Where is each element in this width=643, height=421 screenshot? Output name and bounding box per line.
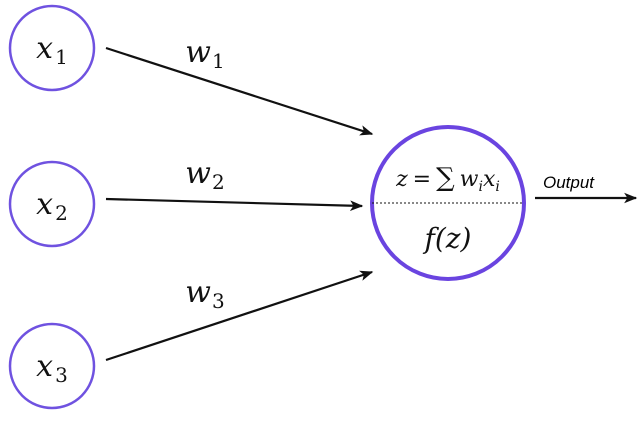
weight-label-w3: w bbox=[185, 275, 211, 310]
eq-w-sub: i bbox=[479, 179, 483, 195]
svg-text:x1: x1 bbox=[36, 31, 68, 69]
input-subscript-x1: 1 bbox=[55, 45, 68, 69]
input-subscript-x2: 2 bbox=[55, 201, 68, 225]
edge-x1-to-neuron bbox=[105, 46, 374, 136]
svg-text:w3: w3 bbox=[185, 275, 224, 313]
input-circle-x2 bbox=[8, 160, 96, 248]
input-label-x2: x bbox=[36, 187, 53, 222]
weight-label-w1: w bbox=[185, 35, 211, 70]
weight-subscript-w2: 2 bbox=[212, 170, 225, 194]
svg-text:x3: x3 bbox=[36, 349, 68, 387]
input-circle-x3 bbox=[8, 322, 96, 410]
eq-z: z bbox=[395, 167, 408, 192]
weight-subscript-w3: 3 bbox=[212, 289, 225, 313]
output-label: Output bbox=[543, 173, 595, 192]
eq-sum-symbol: ∑ bbox=[436, 163, 455, 193]
input-subscript-x3: 3 bbox=[55, 363, 68, 387]
eq-x: x bbox=[483, 167, 496, 192]
input-label-x1: x bbox=[36, 31, 53, 66]
neuron-node: z=∑wixi f(z) bbox=[370, 125, 526, 281]
neuron-sum-equation: z=∑wixi bbox=[395, 163, 500, 195]
eq-w: w bbox=[460, 167, 479, 192]
input-label-x3: x bbox=[36, 349, 53, 384]
svg-text:w1: w1 bbox=[185, 35, 224, 73]
weight-label-w2: w bbox=[185, 156, 211, 191]
input-circle-x1 bbox=[8, 4, 96, 92]
edge-x2-to-neuron bbox=[105, 197, 364, 211]
eq-equals: = bbox=[413, 167, 431, 192]
svg-text:w2: w2 bbox=[185, 156, 224, 194]
eq-x-sub: i bbox=[495, 179, 499, 195]
edge-x3-to-neuron bbox=[105, 270, 374, 362]
weight-subscript-w1: 1 bbox=[212, 49, 225, 73]
svg-text:x2: x2 bbox=[36, 187, 68, 225]
activation-function: f(z) bbox=[423, 222, 472, 255]
